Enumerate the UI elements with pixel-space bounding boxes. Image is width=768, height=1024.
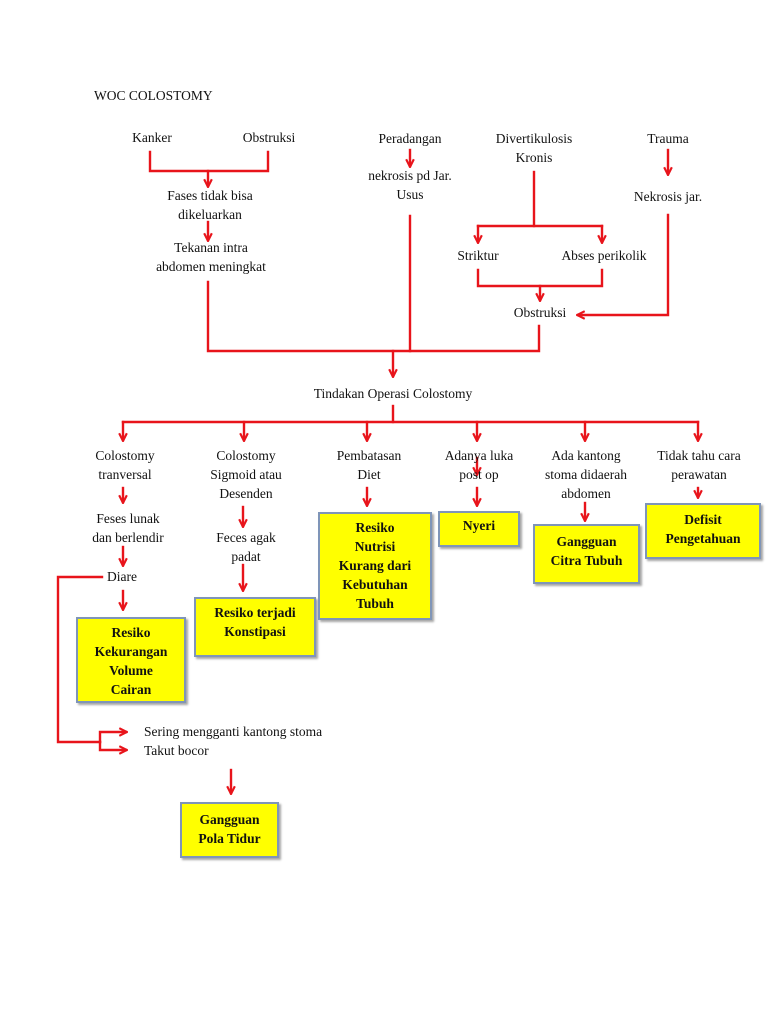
d2-line-2: Konstipasi xyxy=(224,624,286,639)
fases-line-2: dikeluarkan xyxy=(178,207,242,222)
node-diare: Diare xyxy=(107,569,137,584)
branch-4-line-1: Adanya luka xyxy=(444,448,514,463)
d7-line-2: Pola Tidur xyxy=(198,831,261,846)
branch-6-line-2: perawatan xyxy=(671,467,727,482)
branch-colostomy-tranversal: Colostomy tranversal xyxy=(80,446,170,484)
branch-colostomy-sigmoid: Colostomy Sigmoid atau Desenden xyxy=(194,446,298,503)
branch-tidak-tahu: Tidak tahu cara perawatan xyxy=(646,446,752,484)
branch-ada-kantong: Ada kantong stoma didaerah abdomen xyxy=(530,446,642,503)
node-fases: Fases tidak bisa dikeluarkan xyxy=(148,186,272,224)
branch-4-line-2: post op xyxy=(459,467,499,482)
branch-5-line-3: abdomen xyxy=(561,486,611,501)
branch-adanya-luka: Adanya luka post op xyxy=(432,446,526,484)
d6-line-1: Defisit xyxy=(684,512,722,527)
cause-peradangan: Peradangan xyxy=(378,131,442,146)
diagnosis-gangguan-pola-tidur: Gangguan Pola Tidur xyxy=(180,802,279,858)
d3-line-2: Nutrisi xyxy=(354,539,396,554)
diagram-title: WOC COLOSTOMY xyxy=(94,88,213,103)
d3-line-4: Kebutuhan xyxy=(342,577,408,592)
branch-3-line-2: Diet xyxy=(357,467,381,482)
node-tindakan-operasi: Tindakan Operasi Colostomy xyxy=(313,386,473,401)
nekrosis-pd-line-2: Usus xyxy=(396,187,424,202)
divertikulosis-line-2: Kronis xyxy=(515,150,553,165)
branch-6-line-1: Tidak tahu cara xyxy=(657,448,741,463)
d1-line-3: Volume xyxy=(109,663,153,678)
diagnosis-gangguan-citra-tubuh: Gangguan Citra Tubuh xyxy=(533,524,640,584)
branch-2-line-1: Colostomy xyxy=(216,448,276,463)
branch-1-line-1: Colostomy xyxy=(95,448,155,463)
node-sering-mengganti: Sering mengganti kantong stoma xyxy=(144,724,323,739)
cause-obstruksi: Obstruksi xyxy=(242,130,296,145)
d5-line-2: Citra Tubuh xyxy=(550,553,623,568)
d3-line-5: Tubuh xyxy=(356,596,394,611)
cause-divertikulosis: Divertikulosis Kronis xyxy=(484,129,584,167)
node-tekanan: Tekanan intra abdomen meningkat xyxy=(141,238,281,276)
branch-1-line-2: tranversal xyxy=(98,467,152,482)
diagnosis-resiko-nutrisi: Resiko Nutrisi Kurang dari Kebutuhan Tub… xyxy=(318,512,432,620)
branch-2-line-3: Desenden xyxy=(219,486,273,501)
d3-line-1: Resiko xyxy=(355,520,395,535)
d3-line-3: Kurang dari xyxy=(338,558,412,573)
diagnosis-nyeri: Nyeri xyxy=(438,511,520,547)
d6-line-2: Pengetahuan xyxy=(665,531,741,546)
cause-kanker: Kanker xyxy=(132,130,172,145)
branch-5-line-2: stoma didaerah xyxy=(544,467,628,482)
node-striktur: Striktur xyxy=(457,248,499,263)
node-nekrosis-pd: nekrosis pd Jar. Usus xyxy=(352,166,468,204)
feces-agak-line-1: Feces agak xyxy=(216,530,276,545)
feses-lunak-line-1: Feses lunak xyxy=(96,511,160,526)
branch-pembatasan-diet: Pembatasan Diet xyxy=(322,446,416,484)
fases-line-1: Fases tidak bisa xyxy=(167,188,253,203)
branch-5-line-1: Ada kantong xyxy=(551,448,621,463)
node-abses: Abses perikolik xyxy=(561,248,647,263)
branch-2-line-2: Sigmoid atau xyxy=(210,467,282,482)
d1-line-4: Cairan xyxy=(110,682,152,697)
node-feses-lunak: Feses lunak dan berlendir xyxy=(80,509,176,547)
arrow-nekrosis-to-obstruksi xyxy=(578,213,670,315)
d4-line-1: Nyeri xyxy=(462,518,496,533)
d1-line-1: Resiko xyxy=(111,625,151,640)
d5-line-1: Gangguan xyxy=(556,534,617,549)
node-takut-bocor: Takut bocor xyxy=(144,743,209,758)
tekanan-line-2: abdomen meningkat xyxy=(156,259,266,274)
d1-line-2: Kekurangan xyxy=(94,644,168,659)
divertikulosis-line-1: Divertikulosis xyxy=(495,131,573,146)
cause-trauma: Trauma xyxy=(647,131,689,146)
nekrosis-pd-line-1: nekrosis pd Jar. xyxy=(368,168,452,183)
node-obstruksi-2: Obstruksi xyxy=(513,305,567,320)
tekanan-line-1: Tekanan intra xyxy=(174,240,248,255)
feces-agak-line-2: padat xyxy=(231,549,261,564)
diagnosis-defisit-pengetahuan: Defisit Pengetahuan xyxy=(645,503,761,559)
d7-line-1: Gangguan xyxy=(199,812,260,827)
diagnosis-kekurangan-volume-cairan: Resiko Kekurangan Volume Cairan xyxy=(76,617,186,703)
d2-line-1: Resiko terjadi xyxy=(214,605,296,620)
diagnosis-resiko-konstipasi: Resiko terjadi Konstipasi xyxy=(194,597,316,657)
node-nekrosis-jar: Nekrosis jar. xyxy=(633,189,703,204)
branch-3-line-1: Pembatasan xyxy=(336,448,402,463)
node-feces-agak: Feces agak padat xyxy=(204,528,288,566)
feses-lunak-line-2: dan berlendir xyxy=(92,530,164,545)
